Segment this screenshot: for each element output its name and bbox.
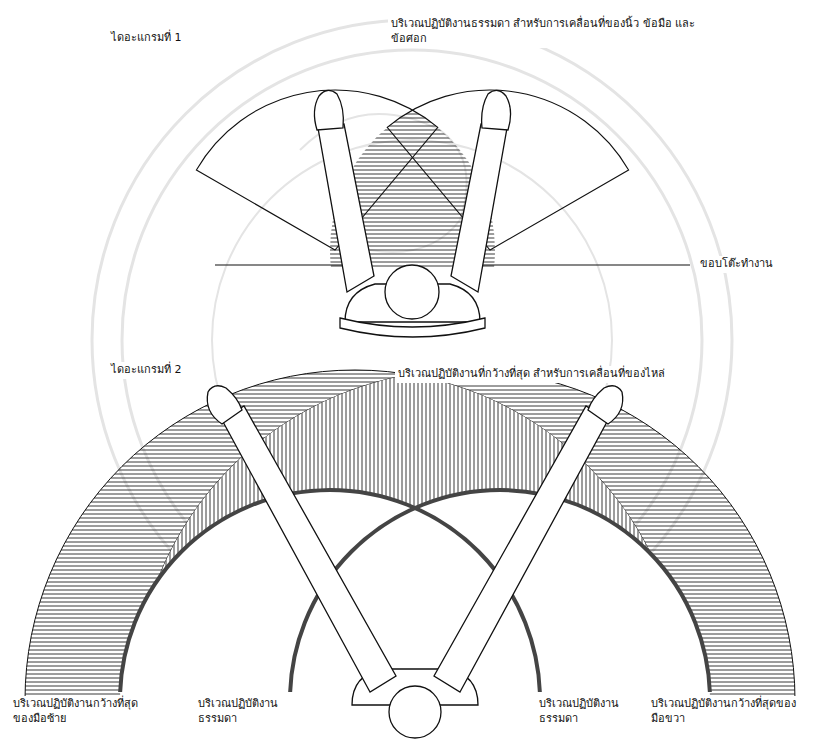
region-label: บริเวณปฏิบัติงานธรรมดา bbox=[195, 696, 301, 728]
diagram-title: ไดอะแกรมที่ 2 bbox=[108, 362, 185, 379]
worker-figure bbox=[207, 386, 622, 738]
region-label: บริเวณปฏิบัติงานธรรมดา สำหรับการเคลื่อนท… bbox=[388, 16, 724, 48]
desk-edge bbox=[455, 264, 690, 265]
region-label: บริเวณปฏิบัติงานที่กว้างที่สุด สำหรับการ… bbox=[395, 366, 669, 383]
region-label: ขอบโต๊ะทำงาน bbox=[697, 256, 776, 273]
region-label: บริเวณปฏิบัติงานกว้างที่สุดของมือซ้าย bbox=[10, 696, 156, 728]
region-label: บริเวณปฏิบัติงานธรรมดา bbox=[536, 696, 638, 728]
normal-area-hatch bbox=[330, 90, 650, 268]
diagram-one bbox=[196, 90, 690, 410]
right-hand-sector bbox=[387, 90, 628, 250]
worker-figure bbox=[314, 90, 510, 337]
left-hand-sector bbox=[196, 90, 437, 250]
diagram-title: ไดอะแกรมที่ 1 bbox=[108, 30, 185, 47]
diagram-two bbox=[25, 370, 795, 746]
region-label: บริเวณปฏิบัติงานกว้างที่สุดของมือขวา bbox=[648, 696, 804, 728]
